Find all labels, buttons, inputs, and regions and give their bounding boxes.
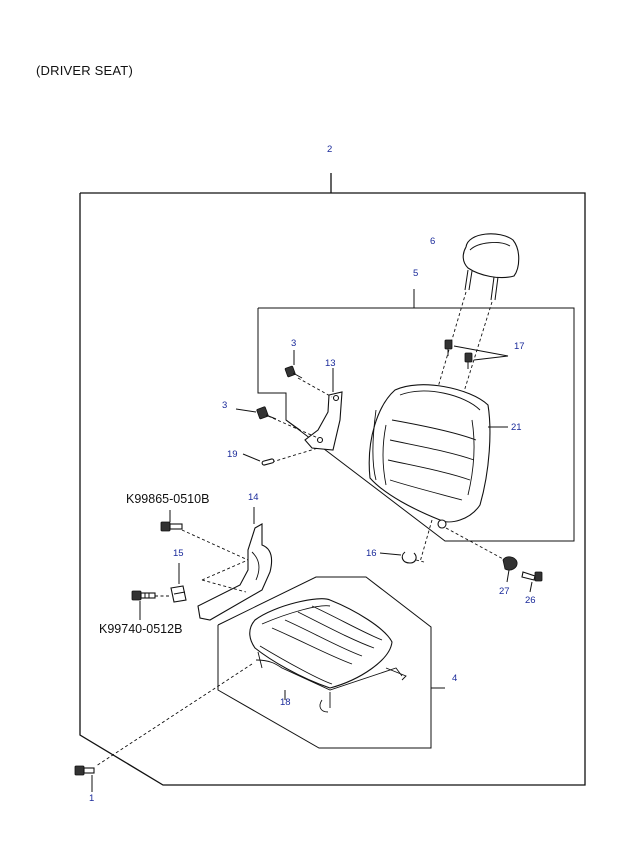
part-number-k99865: K99865-0510B — [126, 492, 209, 506]
side-cover-14 — [197, 507, 273, 621]
bolt-1 — [74, 765, 95, 792]
cap-27 — [502, 556, 518, 583]
bolt-3-upper — [284, 350, 303, 379]
seatback-outline-5 — [257, 289, 575, 542]
callout-15: 15 — [173, 548, 184, 559]
bolt-26 — [521, 571, 543, 593]
seat-cushion-18 — [95, 598, 407, 767]
callout-21: 21 — [511, 422, 522, 433]
bolt-k99740 — [131, 590, 170, 620]
hinge-bracket-13 — [267, 368, 343, 463]
callout-18: 18 — [280, 697, 291, 708]
part-number-k99740: K99740-0512B — [99, 622, 182, 636]
cushion-outline-4 — [217, 576, 445, 749]
callout-26: 26 — [525, 595, 536, 606]
callout-4: 4 — [452, 673, 457, 684]
assembly-outline-2 — [79, 173, 586, 786]
callout-1: 1 — [89, 793, 94, 804]
seatback-21 — [368, 384, 508, 563]
pin-19 — [242, 453, 275, 466]
callout-17: 17 — [514, 341, 525, 352]
callout-6: 6 — [430, 236, 435, 247]
callout-3-upper: 3 — [291, 338, 296, 349]
headrest-6 — [435, 233, 520, 399]
headrest-guides-17 — [444, 339, 509, 369]
callout-3-lower: 3 — [222, 400, 227, 411]
callout-19: 19 — [227, 449, 238, 460]
diagram-title: (DRIVER SEAT) — [36, 63, 133, 78]
nut-15 — [170, 563, 187, 603]
bolt-3-lower — [235, 406, 277, 420]
callout-5: 5 — [413, 268, 418, 279]
callout-2: 2 — [327, 144, 332, 155]
bolt-k99865 — [160, 510, 249, 561]
clip-16 — [379, 551, 425, 564]
callout-27: 27 — [499, 586, 510, 597]
callout-16: 16 — [366, 548, 377, 559]
callout-14: 14 — [248, 492, 259, 503]
callout-13: 13 — [325, 358, 336, 369]
